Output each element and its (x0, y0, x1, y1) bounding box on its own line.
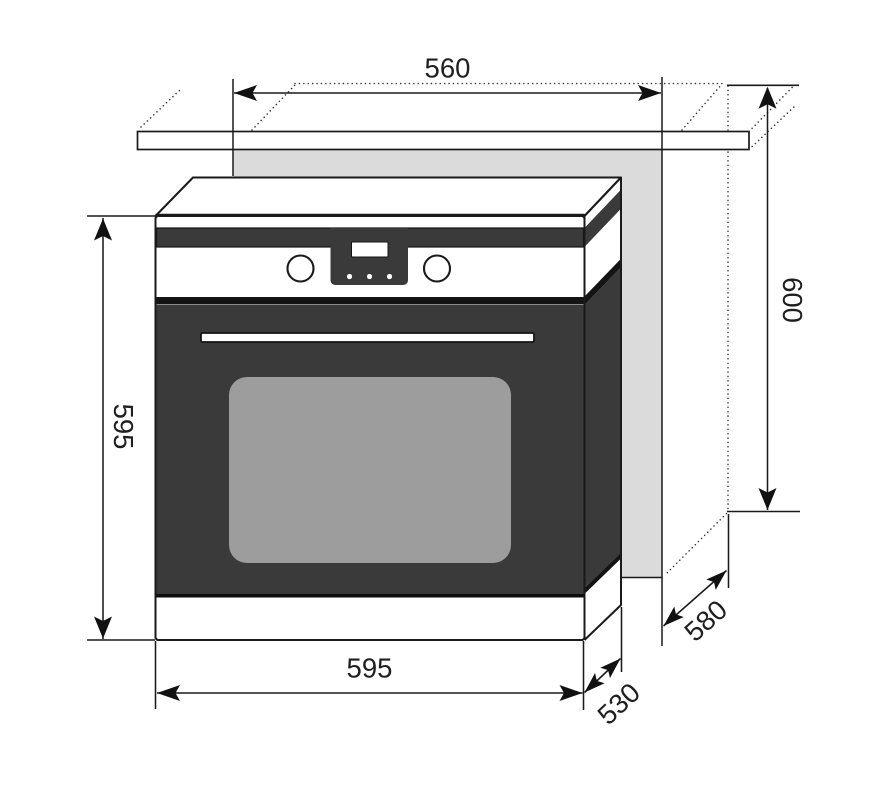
svg-text:595: 595 (108, 404, 139, 450)
svg-text:560: 560 (425, 53, 471, 84)
svg-text:580: 580 (678, 594, 733, 648)
svg-text:595: 595 (347, 653, 393, 684)
svg-text:600: 600 (777, 277, 808, 323)
